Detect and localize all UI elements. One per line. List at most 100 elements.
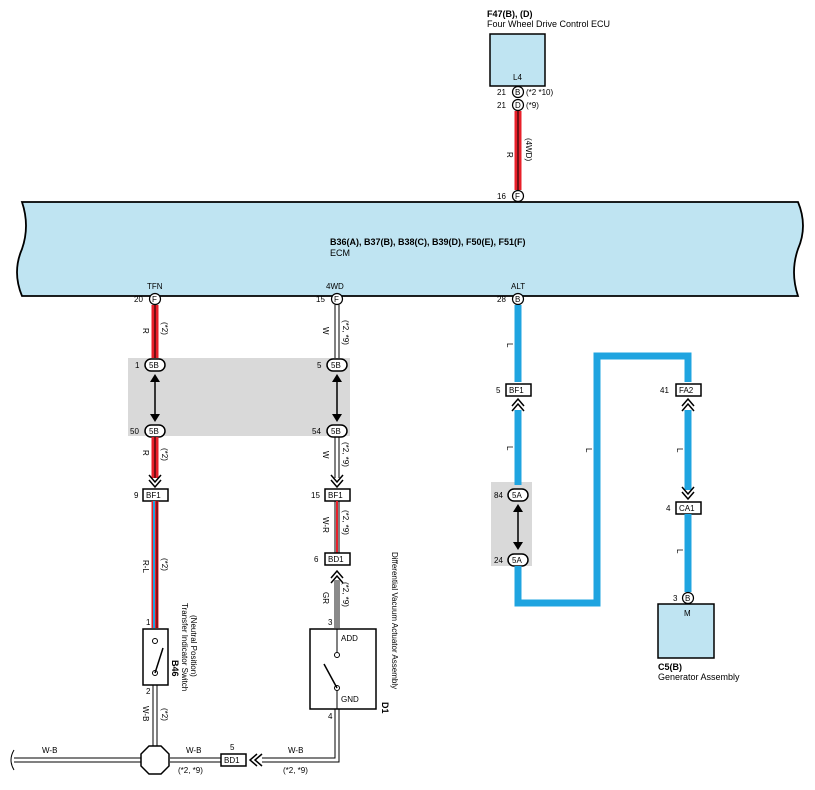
fwd-pin-b-conn: B (515, 88, 520, 97)
jb-54-pin (326, 424, 348, 438)
bf1-alt-label: BF1 (509, 386, 524, 395)
j5a-84-num: 84 (494, 491, 503, 500)
ecm-top-pin-num: 16 (497, 192, 506, 201)
wire-tfn-2-note: (*2) (160, 448, 169, 461)
jb-5-conn: 5B (331, 361, 341, 370)
bf1-4wd-arrow (330, 474, 344, 489)
fwd-pin-d-conn: D (515, 101, 521, 110)
wire-wr-color: W-R (321, 517, 330, 533)
wire-tfn-wb-note: (*2) (160, 708, 169, 721)
wire-alt-long-color: L (584, 448, 593, 453)
bf1-tfn-arrow (148, 474, 162, 489)
transfer-switch-lever (154, 647, 164, 674)
ecm-top-pin-conn: F (515, 192, 520, 201)
jb-tfn-arrow-down (150, 414, 160, 422)
fwd-ecu-name: Four Wheel Drive Control ECU (487, 19, 610, 29)
bd1-bottom-label: BD1 (224, 756, 240, 765)
bf1-4wd-pin-num: 15 (311, 491, 320, 500)
ecm-name: ECM (330, 248, 350, 258)
bf1-alt-arrow (511, 397, 525, 412)
j5a-84-conn: 5A (512, 491, 522, 500)
generator-ref: C5(B) (658, 662, 682, 672)
jb-54-conn: 5B (331, 427, 341, 436)
bd1-bottom-pin-num: 5 (230, 743, 235, 752)
bf1-alt-pin-num: 5 (496, 386, 501, 395)
ecm-pin-20-conn: F (152, 295, 157, 304)
actuator-add: ADD (341, 634, 358, 643)
actuator-lever (323, 663, 338, 689)
jb-1-conn: 5B (149, 361, 159, 370)
fa2-connector (675, 383, 702, 397)
fa2-pin-num: 41 (660, 386, 669, 395)
actuator-gnd: GND (341, 695, 359, 704)
jb-5-pin (326, 358, 348, 372)
j5a-arrow-down (513, 542, 523, 550)
d1-pin-3: 3 (328, 618, 333, 627)
wire-wr-note: (*2, *9) (341, 510, 350, 535)
jb-4wd-arrow-up (332, 374, 342, 382)
actuator-box (309, 628, 377, 710)
generator-name: Generator Assembly (658, 672, 740, 682)
jb-1-num: 1 (135, 361, 140, 370)
ca1-label: CA1 (679, 504, 695, 513)
wire-gnd-mid-note: (*2, *9) (178, 766, 203, 775)
bd1-bottom-connector (220, 753, 247, 767)
fwd-pin-b (511, 85, 525, 99)
transfer-switch-box (142, 628, 169, 686)
ecm-pin-20 (148, 292, 162, 306)
jb-54-num: 54 (312, 427, 321, 436)
d1-pin-4: 4 (328, 712, 333, 721)
wire-act-gnd-color: W-B (288, 746, 303, 755)
ecm-body (16, 201, 804, 297)
wire-alt-2-color: L (505, 446, 514, 451)
wire-alt-4-color: L (675, 549, 684, 554)
ecm-pin-28 (511, 292, 525, 306)
ecm-pin-15 (330, 292, 344, 306)
wire-4wd-w2-note: (*2, *9) (341, 442, 350, 467)
ecm-pin-28-num: 28 (497, 295, 506, 304)
wire-alt-3-color: L (675, 448, 684, 453)
bd1-top-label: BD1 (328, 555, 344, 564)
wire-alt-1-color: L (505, 343, 514, 348)
b46-ref: B46 (170, 660, 180, 677)
wire-rl-note: (*2) (160, 558, 169, 571)
wire-act-gnd-note: (*2, *9) (283, 766, 308, 775)
wire-gnd-left-break (10, 749, 15, 771)
bd1-top-pin-num: 6 (314, 555, 319, 564)
bd1-top-arrow (330, 569, 344, 584)
b46-pin-1: 1 (146, 618, 151, 627)
d1-ref: D1 (380, 702, 390, 714)
wire-act-gnd-b (262, 709, 340, 763)
jb-4wd-arrow-down (332, 414, 342, 422)
j5a-arrow-up (513, 504, 523, 512)
j5a-24-num: 24 (494, 556, 503, 565)
ecm-pin-15-num: 15 (316, 295, 325, 304)
ground-junction (140, 745, 170, 775)
bf1-tfn-label: BF1 (146, 491, 161, 500)
wire-gnd-mid-color: W-B (186, 746, 201, 755)
wire-4wd-color: R (505, 152, 514, 158)
ecm-pin-alt-label: ALT (511, 282, 525, 291)
generator-box (657, 603, 715, 659)
fa2-arrow (681, 397, 695, 412)
wire-gnd-left-color: W-B (42, 746, 57, 755)
gen-pin-num: 3 (673, 594, 678, 603)
fwd-pin-d (511, 98, 525, 112)
wire-tfn-1-note: (*2) (160, 322, 169, 335)
wire-tfn-wb-color: W-B (141, 706, 150, 721)
transfer-switch-contact-top (152, 638, 158, 644)
generator-inner: M (684, 609, 691, 618)
jb-tfn-arrow-up (150, 374, 160, 382)
j5a-24-conn: 5A (512, 556, 522, 565)
bd1-top-connector (324, 552, 351, 566)
fwd-ecu-inner-label: L4 (513, 73, 522, 82)
fwd-pin-b-note: (*2 *10) (526, 88, 553, 97)
gen-pin-conn: B (685, 594, 690, 603)
jb-50-conn: 5B (149, 427, 159, 436)
j5a-84-pin (507, 488, 529, 502)
ca1-arrow (681, 486, 695, 501)
bf1-tfn-pin-num: 9 (134, 491, 139, 500)
transfer-switch-sub: (Neutral Position) (189, 615, 198, 677)
jb-5-num: 5 (317, 361, 322, 370)
